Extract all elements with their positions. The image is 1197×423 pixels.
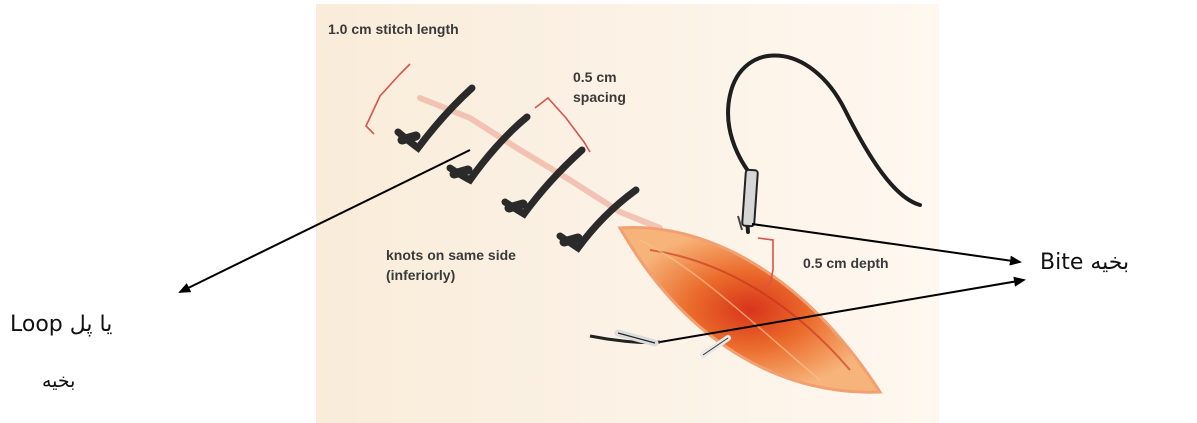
stitch-1 <box>398 88 472 148</box>
bite-label: Bite بخیه <box>1040 250 1129 275</box>
stitch-length-label: 1.0 cm stitch length <box>328 20 459 39</box>
knots-label-line2: (inferiorly) <box>386 266 455 285</box>
loop-label-line1: Loop یا پل <box>10 312 112 337</box>
incision-trail <box>420 98 660 228</box>
needle <box>742 170 758 227</box>
spacing-label-line2: spacing <box>573 88 626 107</box>
depth-label: 0.5 cm depth <box>803 254 889 273</box>
loose-suture <box>728 55 920 232</box>
spacing-label-line1: 0.5 cm <box>573 68 617 87</box>
stitch-length-bracket <box>366 64 410 134</box>
loop-label-line2: بخیه <box>42 370 75 392</box>
knots-label-line1: knots on same side <box>386 246 516 265</box>
